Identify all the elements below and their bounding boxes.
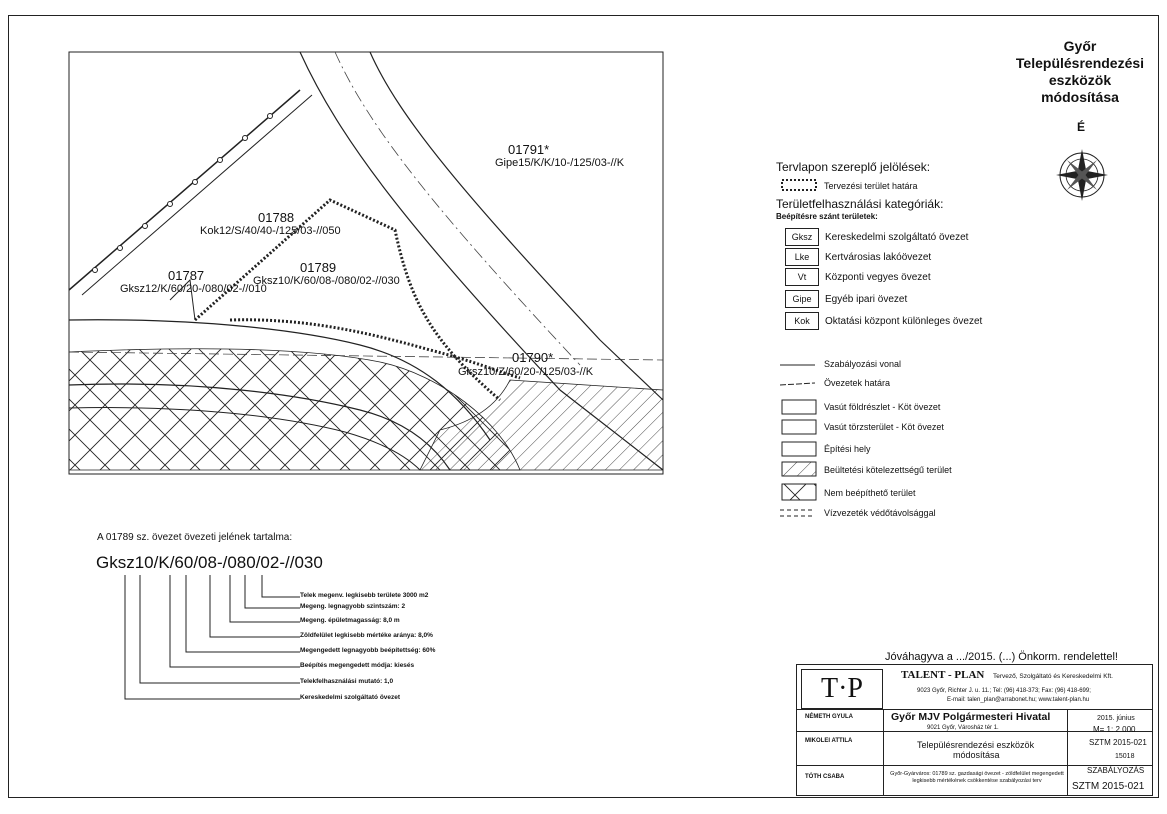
stamp-person-1: NÉMETH GYULA	[805, 714, 853, 720]
zone-label: Központi vegyes övezet	[825, 271, 931, 283]
zone-label: Oktatási központ különleges övezet	[825, 315, 983, 327]
legend-zone-lke: Lke Kertvárosias lakóövezet	[785, 248, 931, 266]
zone-swatch: Gipe	[785, 290, 819, 308]
legend-line-rail-parcel: Vasút földrészlet - Köt övezet	[824, 402, 941, 412]
stamp-date: 2015. június	[1097, 715, 1135, 722]
legend-line-rail-core: Vasút törzsterület - Köt övezet	[824, 422, 944, 432]
zone-01789: Gksz10/K/60/08-/080/02-//030	[253, 275, 400, 287]
stamp-box: T·P TALENT - PLAN Tervező, Szolgáltató é…	[796, 664, 1153, 796]
stamp-address: 9023 Győr, Richter J. u. 11.; Tel: (96) …	[917, 688, 1091, 694]
map-window	[68, 51, 664, 475]
stamp-project-2: módosítása	[953, 750, 1000, 760]
explanation-item: Megeng. legnagyobb szintszám: 2	[300, 603, 406, 610]
zone-swatch: Lke	[785, 248, 819, 266]
stamp-code-1: SZTM 2015-021	[1089, 738, 1147, 747]
stamp-person-2: MIKOLEI ATTILA	[805, 738, 853, 744]
drawing-frame	[8, 15, 1159, 798]
title-line-2: eszközök	[1048, 72, 1112, 88]
city-title: Győr	[1063, 38, 1097, 54]
title-block: Győr Településrendezési eszközök módosít…	[1010, 38, 1150, 106]
zone-swatch: Vt	[785, 268, 819, 286]
legend-line-water-pipe: Vízvezeték védőtávolsággal	[824, 508, 936, 518]
zone-01787: Gksz12/K/60/20-/080/02-//010	[120, 283, 267, 295]
explanation-item: Megeng. épületmagasság: 8,0 m	[300, 617, 400, 624]
parcel-01787: 01787	[168, 268, 205, 283]
title-line-1: Településrendezési	[1015, 55, 1145, 71]
stamp-type: SZABÁLYOZÁS	[1087, 766, 1145, 775]
compass-icon	[1056, 149, 1108, 201]
stamp-company-desc: Tervező, Szolgáltató és Kereskedelmi Kft…	[993, 673, 1113, 680]
explanation-item: Telek megenv. legkisebb területe 3000 m2	[300, 592, 429, 599]
explanation-code: Gksz10/K/60/08-/080/02-//030	[96, 553, 323, 572]
stamp-company: TALENT - PLAN	[901, 669, 985, 681]
zone-swatch: Gksz	[785, 228, 819, 246]
zone-label: Egyéb ipari övezet	[825, 293, 908, 305]
legend-zone-gksz: Gksz Kereskedelmi szolgáltató övezet	[785, 228, 968, 246]
stamp-scale: M= 1: 2 000	[1093, 725, 1136, 734]
legend-line-regulation: Szabályozási vonal	[824, 359, 902, 369]
north-label: É	[1077, 120, 1086, 134]
parcel-01790: 01790*	[512, 350, 554, 365]
zone-label: Kereskedelmi szolgáltató övezet	[825, 231, 969, 243]
zone-01788: Kok12/S/40/40-/125/03-//050	[200, 225, 341, 237]
stamp-client: Győr MJV Polgármesteri Hivatal	[891, 711, 1051, 723]
stamp-client-addr: 9021 Győr, Városház tér 1.	[927, 725, 999, 731]
parcel-01791: 01791*	[508, 142, 550, 157]
explanation-item: Kereskedelmi szolgáltató övezet	[300, 694, 401, 701]
zone-01790: Gksz10/Z/60/20-/125/03-//K	[458, 366, 594, 378]
explanation-item: Telekfelhasználási mutató: 1,0	[300, 678, 394, 685]
planting-area	[419, 379, 664, 471]
title-line-3: módosítása	[1041, 89, 1119, 105]
stamp-logo: T·P	[801, 669, 883, 709]
zone-01791: Gipe15/K/K/10-/125/03-//K	[495, 157, 625, 169]
legend-heading-categories: Területfelhasználási kategóriák:	[776, 197, 944, 211]
legend-line-zone-border: Övezetek határa	[824, 378, 891, 388]
legend-line-planting: Beültetési kötelezettségű terület	[824, 465, 952, 475]
parcel-01788: 01788	[258, 210, 295, 225]
approval-note: Jóváhagyva a .../2015. (...) Önkorm. ren…	[885, 651, 1118, 663]
stamp-number: 15018	[1115, 753, 1135, 760]
parcel-01789: 01789	[300, 260, 337, 275]
legend-planning-boundary: Tervezési terület határa	[824, 181, 918, 191]
explanation-title: A 01789 sz. övezet övezeti jelének tarta…	[97, 532, 293, 543]
explanation-item: Beépítés megengedett módja: kiesés	[300, 662, 415, 669]
explanation-item: Megengedett legnagyobb beépítettség: 60%	[300, 647, 436, 654]
legend-subheading: Beépítésre szánt területek:	[776, 212, 878, 221]
legend-line-non-buildable: Nem beépíthető terület	[824, 488, 916, 498]
legend-zone-vt: Vt Központi vegyes övezet	[785, 268, 931, 286]
explanation-item: Zöldfelület legkisebb mértéke aránya: 8,…	[300, 632, 433, 639]
zone-label: Kertvárosias lakóövezet	[825, 251, 932, 263]
legend-line-building-area: Építési hely	[824, 444, 871, 454]
stamp-code-2: SZTM 2015-021	[1072, 781, 1145, 792]
stamp-note: Győr-Gyárváros: 01789 sz. gazdasági övez…	[890, 771, 1064, 784]
legend-zone-gipe: Gipe Egyéb ipari övezet	[785, 290, 907, 308]
legend-zone-kok: Kok Oktatási központ különleges övezet	[785, 312, 982, 330]
stamp-project: Településrendezési eszközök	[917, 740, 1035, 750]
legend-heading-marks: Tervlapon szereplő jelölések:	[776, 160, 931, 174]
stamp-email: E-mail: talen_plan@arrabonet.hu; www.tal…	[947, 697, 1090, 703]
zone-swatch: Kok	[785, 312, 819, 330]
stamp-person-3: TÓTH CSABA	[805, 774, 845, 780]
